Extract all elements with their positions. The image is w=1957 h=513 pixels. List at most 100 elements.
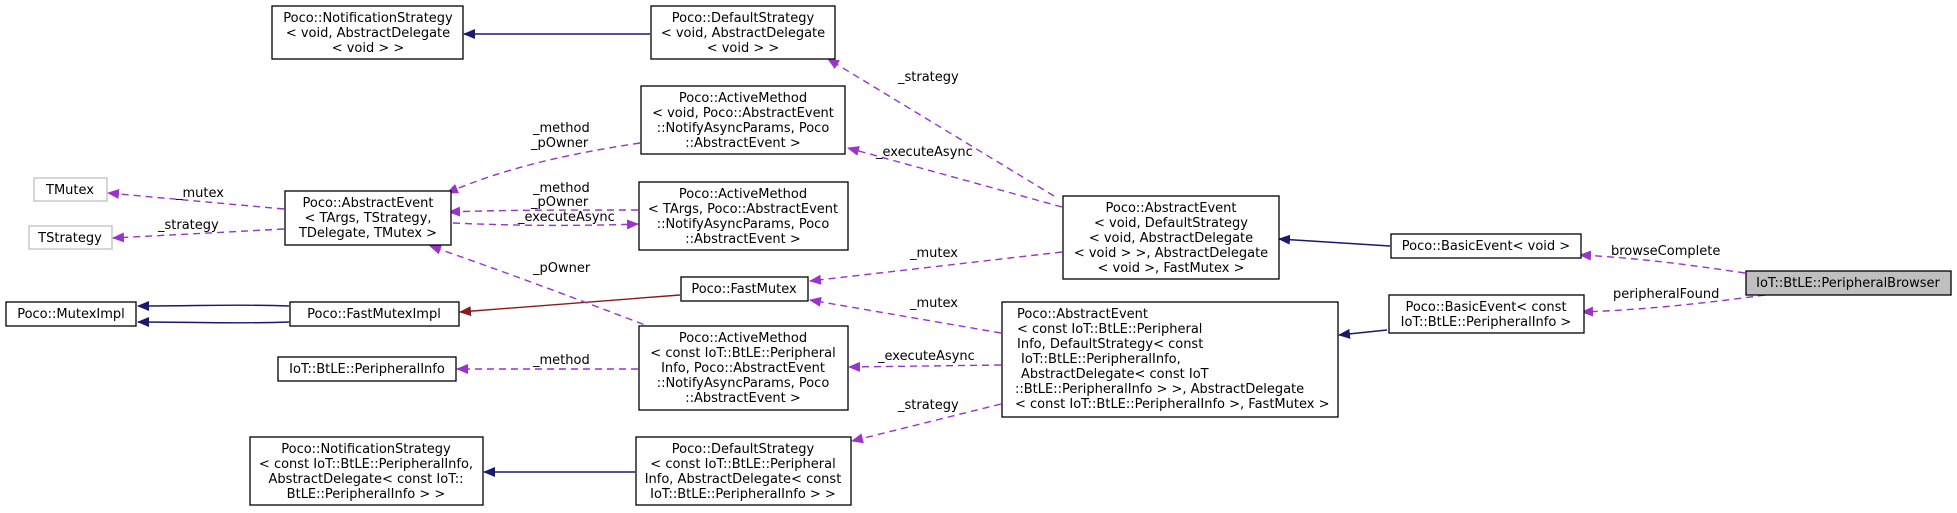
- node-muteximpl[interactable]: Poco::MutexImpl: [5, 301, 137, 327]
- edge-fastmutex-to-fastmuteximpl: [459, 294, 681, 317]
- edges: [107, 29, 1766, 477]
- node-basicevent-void[interactable]: Poco::BasicEvent< void >: [1390, 233, 1582, 259]
- node-fastmuteximpl[interactable]: Poco::FastMutexImpl: [289, 301, 460, 327]
- edge-abstractevent-void-to-defaultstrategy-void: [827, 58, 1055, 197]
- node-line: Poco::ActiveMethod: [679, 187, 807, 202]
- node-line: IoT::BtLE::PeripheralInfo: [289, 362, 445, 377]
- edge-abstractevent-void-to-activemethod-void: [847, 146, 1063, 208]
- node-defaultstrategy-void[interactable]: Poco::DefaultStrategy < void, AbstractDe…: [650, 5, 836, 60]
- node-tstrategy[interactable]: TStrategy: [28, 225, 113, 250]
- node-line: ::AbstractEvent >: [685, 232, 801, 247]
- node-line: Poco::BasicEvent< const: [1405, 300, 1566, 315]
- node-line: AbstractDelegate< const IoT::: [269, 472, 464, 487]
- node-line: Poco::MutexImpl: [17, 307, 125, 322]
- edge-label-mutex-mid: _mutex: [909, 246, 958, 261]
- node-line: TStrategy: [37, 231, 102, 246]
- edge-label-strategy-left: _strategy: [157, 218, 219, 233]
- node-line: IoT::BtLE::PeripheralBrowser: [1756, 276, 1940, 291]
- node-line: Poco::NotificationStrategy: [281, 442, 451, 457]
- edge-label-mutex-lower: _mutex: [909, 296, 958, 311]
- edge-label-execute-async-lower: _executeAsync: [877, 349, 975, 364]
- node-peripheralbrowser[interactable]: IoT::BtLE::PeripheralBrowser: [1745, 270, 1952, 296]
- node-line: < const IoT::BtLE::Peripheral: [650, 346, 835, 361]
- node-line: ::BtLE::PeripheralInfo > >, AbstractDele…: [1015, 382, 1304, 397]
- node-line: < const IoT::BtLE::PeripheralInfo >, Fas…: [1015, 397, 1329, 412]
- edge-browser-to-basicevent-periph: [1581, 294, 1766, 317]
- node-abstractevent-targs[interactable]: Poco::AbstractEvent < TArgs, TStrategy, …: [284, 190, 452, 246]
- edge-label-execute-async-top: _executeAsync: [875, 145, 973, 160]
- edge-label-method-lower: _method: [532, 353, 590, 368]
- edge-abstractevent-void-to-basicevent-void: [1278, 234, 1391, 247]
- node-line: < void, AbstractDelegate: [286, 26, 450, 41]
- edge-fastmuteximpl-to-muteximpl-lower: [137, 317, 290, 328]
- nodes: Poco::NotificationStrategy < void, Abstr…: [5, 5, 1952, 506]
- edge-activemethod-periph-to-abstractevent-targs: [429, 244, 667, 334]
- node-line: < void > >: [332, 41, 405, 56]
- node-line: < const IoT::BtLE::Peripheral: [1017, 322, 1202, 337]
- node-line: Info, Poco::AbstractEvent: [661, 361, 825, 376]
- node-line: Poco::AbstractEvent: [1017, 307, 1148, 322]
- node-defaultstrategy-periphinfo[interactable]: Poco::DefaultStrategy < const IoT::BtLE:…: [635, 436, 852, 506]
- node-line: Info, AbstractDelegate< const: [645, 472, 842, 487]
- edge-label-powner-upper: _pOwner: [530, 136, 589, 151]
- node-line: Poco::FastMutex: [691, 282, 797, 297]
- edge-label-powner-diag: _pOwner: [532, 261, 591, 276]
- node-fastmutex[interactable]: Poco::FastMutex: [680, 276, 809, 302]
- node-line: Poco::NotificationStrategy: [283, 11, 453, 26]
- node-line: < void, Poco::AbstractEvent: [652, 106, 834, 121]
- node-activemethod-void[interactable]: Poco::ActiveMethod < void, Poco::Abstrac…: [640, 85, 846, 155]
- node-line: ::NotifyAsyncParams, Poco: [657, 217, 830, 232]
- node-line: AbstractDelegate< const IoT: [1021, 367, 1209, 382]
- node-activemethod-periphinfo[interactable]: Poco::ActiveMethod < const IoT::BtLE::Pe…: [638, 325, 849, 411]
- node-basicevent-periphinfo[interactable]: Poco::BasicEvent< const IoT::BtLE::Perip…: [1388, 294, 1585, 334]
- node-notificationstrategy-periphinfo[interactable]: Poco::NotificationStrategy < const IoT::…: [249, 436, 484, 506]
- edge-activemethod-targs-to-abstractevent-targs: [448, 206, 639, 217]
- node-line: IoT::BtLE::PeripheralInfo > >: [650, 487, 836, 502]
- edge-label-strategy-lower: _strategy: [897, 398, 959, 413]
- edge-label-powner-mid: _pOwner: [530, 195, 589, 210]
- edge-abstractevent-periph-to-defaultstrategy-periph: [851, 403, 1002, 444]
- node-line: < void, AbstractDelegate: [1089, 231, 1253, 246]
- node-line: ::NotifyAsyncParams, Poco: [657, 121, 830, 136]
- edge-abstractevent-targs-to-tstrategy: [112, 228, 285, 243]
- node-line: < TArgs, TStrategy,: [304, 211, 431, 226]
- node-line: Poco::DefaultStrategy: [672, 11, 815, 26]
- node-tmutex[interactable]: TMutex: [33, 177, 108, 202]
- node-line: Poco::DefaultStrategy: [672, 442, 815, 457]
- node-line: < const IoT::BtLE::Peripheral: [650, 457, 835, 472]
- node-line: ::NotifyAsyncParams, Poco: [657, 376, 830, 391]
- edge-abstractevent-void-to-fastmutex: [809, 251, 1063, 285]
- edge-label-strategy-top: _strategy: [897, 70, 959, 85]
- edge-abstractevent-periph-to-basicevent-periph: [1338, 328, 1388, 339]
- edge-label-execute-async-left: _executeAsync: [517, 210, 615, 225]
- node-line: Poco::ActiveMethod: [679, 331, 807, 346]
- edge-fastmuteximpl-to-muteximpl-upper: [137, 300, 290, 311]
- node-abstractevent-void[interactable]: Poco::AbstractEvent < void, DefaultStrat…: [1062, 195, 1280, 280]
- node-line: IoT::BtLE::PeripheralInfo >: [1401, 315, 1572, 330]
- node-periphinfo[interactable]: IoT::BtLE::PeripheralInfo: [277, 356, 457, 382]
- edge-label-method-mid: _method: [532, 181, 590, 196]
- edge-label-method-upper: _method: [532, 121, 590, 136]
- edge-activemethod-void-to-abstractevent-targs: [446, 142, 641, 194]
- node-notificationstrategy-void[interactable]: Poco::NotificationStrategy < void, Abstr…: [271, 5, 464, 60]
- edge-abstractevent-periph-to-fastmutex: [809, 296, 1002, 334]
- node-line: IoT::BtLE::PeripheralInfo,: [1021, 352, 1181, 367]
- node-line: TDelegate, TMutex >: [298, 226, 437, 241]
- edge-abstractevent-periph-to-activemethod-periph: [848, 361, 1002, 372]
- node-line: Info, DefaultStrategy< const: [1017, 337, 1203, 352]
- node-line: < void > >: [707, 41, 780, 56]
- edge-browser-to-basicevent-void: [1579, 250, 1746, 274]
- node-line: Poco::AbstractEvent: [1105, 201, 1236, 216]
- edge-abstractevent-targs-to-tmutex: [107, 189, 285, 210]
- edge-label-peripheral-found: peripheralFound: [1613, 287, 1719, 302]
- node-line: < void >, FastMutex >: [1098, 261, 1245, 276]
- node-line: ::AbstractEvent >: [685, 136, 801, 151]
- node-line: < void, AbstractDelegate: [661, 26, 825, 41]
- node-activemethod-targs[interactable]: Poco::ActiveMethod < TArgs, Poco::Abstra…: [638, 181, 849, 251]
- node-line: Poco::FastMutexImpl: [307, 307, 441, 322]
- node-abstractevent-periphinfo[interactable]: Poco::AbstractEvent < const IoT::BtLE::P…: [1001, 301, 1339, 418]
- node-line: < const IoT::BtLE::PeripheralInfo,: [259, 457, 473, 472]
- edge-label-mutex-left: _mutex: [175, 186, 224, 201]
- node-line: TMutex: [45, 183, 94, 198]
